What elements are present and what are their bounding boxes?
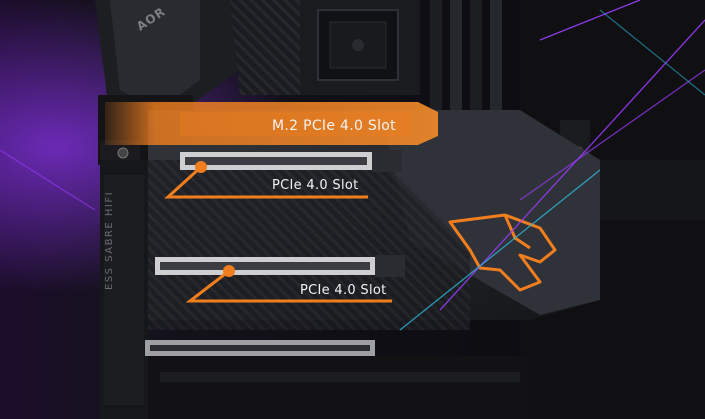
audio-brand-marking: ESS SABRE HIFI: [104, 190, 115, 290]
neon-lines: [0, 0, 705, 331]
pcie-upper-callout: [164, 161, 368, 199]
m2-callout: [105, 102, 438, 145]
m2-slot-label: M.2 PCIe 4.0 Slot: [272, 118, 396, 134]
pcie-slot-upper: [180, 150, 402, 172]
pcie-lower-label: PCIe 4.0 Slot: [300, 283, 387, 298]
pcie-slot-lower: [155, 255, 405, 277]
pcie-slot-bottom: [145, 340, 375, 356]
cpu-socket: [300, 0, 420, 95]
pcie-lower-callout: [185, 265, 392, 303]
pcie-upper-label: PCIe 4.0 Slot: [272, 178, 359, 193]
